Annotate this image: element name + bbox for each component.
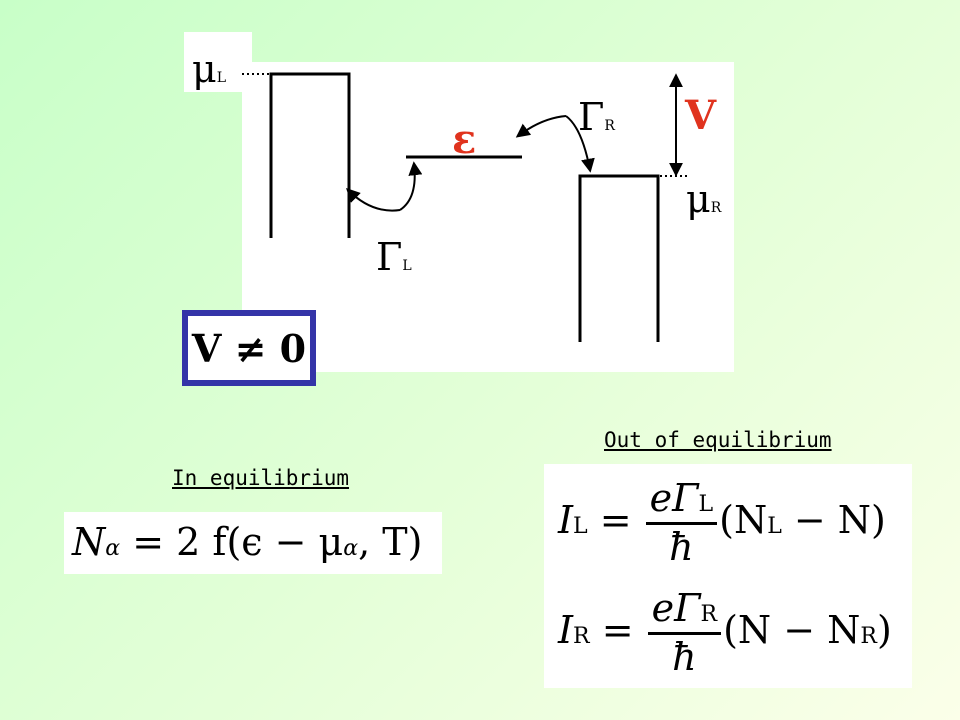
gamma-l-label: ΓL	[376, 238, 412, 276]
epsilon-label: ε	[452, 116, 477, 163]
current-r-denominator: ħ	[672, 634, 697, 679]
mu-l-symbol: μ	[192, 47, 217, 91]
current-l-equals: =	[599, 497, 632, 542]
current-l-lhs: I	[558, 497, 574, 542]
equilibrium-caption: In equilibrium	[172, 466, 350, 490]
current-r-rhs: (N − N	[723, 607, 861, 652]
gamma-l-arrow	[399, 161, 423, 211]
mu-l-label: μL	[192, 50, 226, 88]
current-r-numerator-subscript: R	[700, 602, 718, 627]
current-l-rhs-end: − N)	[781, 497, 886, 542]
gamma-l-subscript: L	[402, 258, 412, 274]
current-l-denominator: ħ	[669, 524, 694, 569]
mu-r-label-background	[680, 176, 730, 216]
eq-rhs: = 2 f(ϵ − μ	[132, 520, 344, 564]
gamma-r-arrow-tail	[515, 115, 567, 138]
mu-r-subscript: R	[710, 200, 722, 216]
current-l-rhs: (N	[719, 497, 768, 542]
current-l-fraction: eΓL ħ	[645, 476, 718, 569]
equilibrium-equation-box: Nα = 2 f(ϵ − μα, T)	[64, 512, 442, 574]
equilibrium-equation: Nα = 2 f(ϵ − μα, T)	[72, 520, 422, 564]
current-r-lhs-subscript: R	[573, 623, 590, 649]
current-r-equals: =	[601, 607, 634, 652]
bias-condition-text: V ≠ 0	[191, 325, 307, 371]
current-r-fraction: eΓR ħ	[647, 586, 722, 679]
current-r-rhs-subscript: R	[860, 623, 877, 649]
eq-rhs-end: , T)	[358, 520, 423, 564]
mu-r-label: μR	[686, 180, 721, 218]
mu-l-subscript: L	[216, 70, 226, 86]
bias-condition-box: V ≠ 0	[182, 310, 316, 386]
gamma-r-symbol: Γ	[578, 95, 605, 139]
left-barrier	[269, 72, 351, 238]
current-equations-box: IL = eΓL ħ (NL − N) IR = eΓR ħ (N − NR)	[544, 464, 912, 688]
eq-n: N	[72, 520, 106, 564]
current-l-numerator-subscript: L	[698, 492, 714, 517]
gamma-r-label: ΓR	[578, 98, 615, 136]
mu-r-symbol: μ	[686, 177, 711, 221]
diagram-panel	[242, 62, 734, 372]
eq-n-subscript: α	[105, 536, 121, 561]
gamma-r-subscript: R	[604, 118, 615, 134]
current-l-numerator: eΓ	[649, 476, 699, 520]
current-l-lhs-subscript: L	[573, 513, 588, 539]
right-barrier	[578, 174, 660, 342]
gamma-r-arrow	[565, 115, 595, 173]
current-l-equation: IL = eΓL ħ (NL − N)	[558, 476, 886, 569]
mu-l-label-background	[184, 32, 252, 92]
current-r-equation: IR = eΓR ħ (N − NR)	[558, 586, 892, 679]
bias-label: V	[685, 92, 717, 139]
gamma-l-arrow-tail	[346, 188, 401, 212]
current-r-lhs: I	[558, 607, 574, 652]
eq-mu-subscript: α	[343, 536, 359, 561]
current-r-rhs-end: )	[876, 607, 892, 652]
out-of-equilibrium-caption: Out of equilibrium	[604, 428, 832, 452]
current-r-numerator: eΓ	[651, 586, 701, 630]
gamma-l-symbol: Γ	[376, 235, 403, 279]
current-l-rhs-subscript: L	[767, 513, 782, 539]
